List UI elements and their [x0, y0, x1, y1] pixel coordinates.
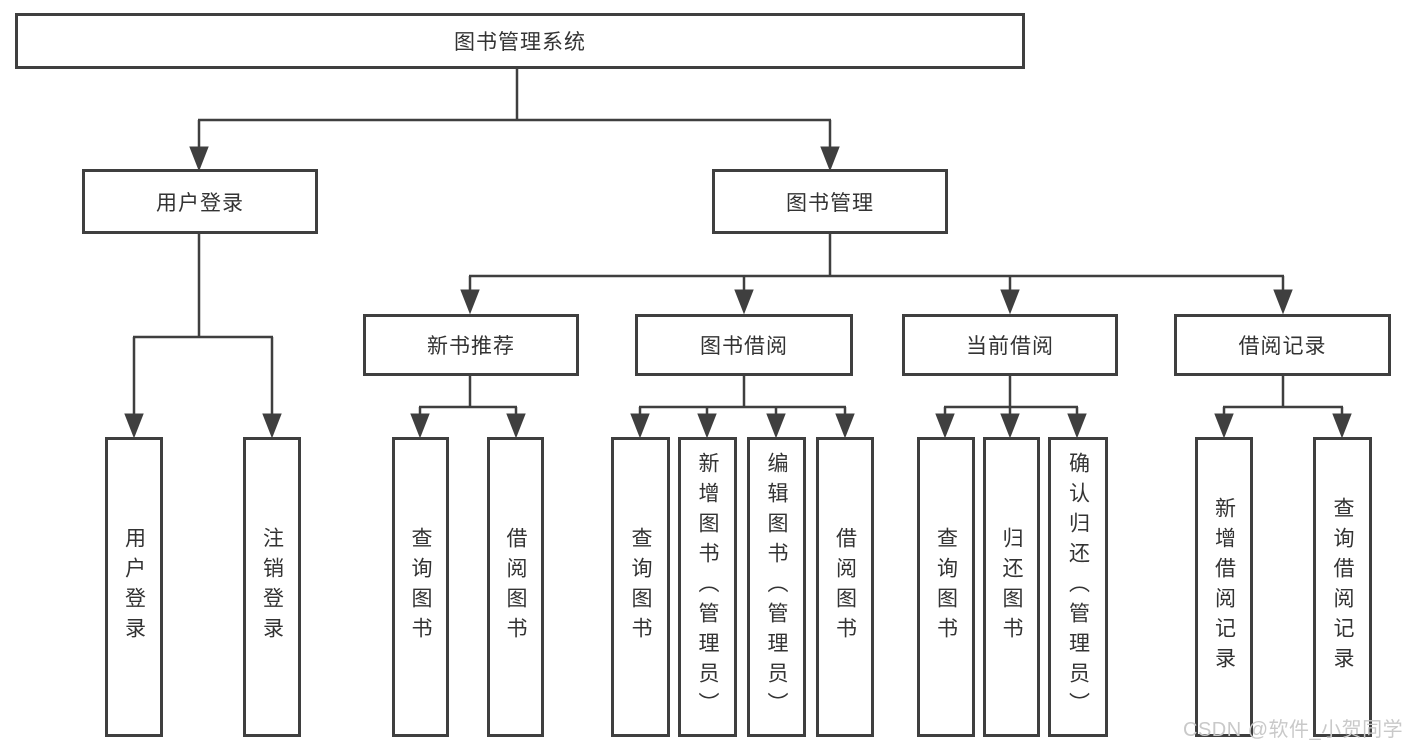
- node-leaf-add-book-admin-label: 新增图书（管理员）: [696, 452, 719, 722]
- node-leaf-query-book-recommend: 查询图书: [392, 437, 449, 737]
- node-leaf-return-book-label: 归还图书: [1000, 527, 1023, 647]
- node-leaf-query-borrow-record: 查询借阅记录: [1313, 437, 1372, 737]
- node-borrow-records-label: 借阅记录: [1238, 335, 1327, 358]
- node-leaf-query-book-recommend-label: 查询图书: [409, 527, 432, 647]
- node-root-label: 图书管理系统: [454, 31, 586, 54]
- csdn-watermark: CSDN @软件_小贺同学: [1183, 719, 1404, 741]
- node-leaf-borrow-book-recommend-label: 借阅图书: [504, 527, 527, 647]
- node-user-login-label: 用户登录: [156, 191, 244, 215]
- node-leaf-logout-label: 注销登录: [260, 527, 284, 647]
- node-user-login: 用户登录: [82, 169, 318, 234]
- node-leaf-edit-book-admin-label: 编辑图书（管理员）: [765, 452, 788, 722]
- node-leaf-query-book-current-label: 查询图书: [934, 527, 958, 647]
- node-leaf-query-book-borrow-label: 查询图书: [629, 527, 652, 647]
- node-leaf-logout: 注销登录: [243, 437, 301, 737]
- node-book-borrow: 图书借阅: [635, 314, 853, 376]
- node-leaf-confirm-return-admin-label: 确认归还（管理员）: [1066, 452, 1090, 722]
- node-book-borrow-label: 图书借阅: [700, 335, 788, 358]
- node-leaf-borrow-book: 借阅图书: [816, 437, 874, 737]
- node-leaf-confirm-return-admin: 确认归还（管理员）: [1048, 437, 1108, 737]
- node-root-system: 图书管理系统: [15, 13, 1025, 69]
- node-leaf-query-book-current: 查询图书: [917, 437, 975, 737]
- node-new-book-recommend: 新书推荐: [363, 314, 579, 376]
- node-book-management: 图书管理: [712, 169, 948, 234]
- node-leaf-user-login-label: 用户登录: [122, 527, 146, 647]
- node-book-management-label: 图书管理: [786, 191, 874, 215]
- node-leaf-borrow-book-label: 借阅图书: [833, 527, 857, 647]
- node-leaf-edit-book-admin: 编辑图书（管理员）: [747, 437, 806, 737]
- node-leaf-add-book-admin: 新增图书（管理员）: [678, 437, 737, 737]
- node-new-book-recommend-label: 新书推荐: [427, 335, 515, 358]
- node-borrow-records: 借阅记录: [1174, 314, 1391, 376]
- node-leaf-borrow-book-recommend: 借阅图书: [487, 437, 544, 737]
- node-current-borrow: 当前借阅: [902, 314, 1118, 376]
- node-leaf-add-borrow-record-label: 新增借阅记录: [1212, 497, 1236, 677]
- node-leaf-add-borrow-record: 新增借阅记录: [1195, 437, 1253, 737]
- node-leaf-return-book: 归还图书: [983, 437, 1040, 737]
- node-leaf-query-book-borrow: 查询图书: [611, 437, 670, 737]
- node-leaf-query-borrow-record-label: 查询借阅记录: [1331, 497, 1354, 677]
- node-current-borrow-label: 当前借阅: [966, 335, 1054, 358]
- node-leaf-user-login: 用户登录: [105, 437, 163, 737]
